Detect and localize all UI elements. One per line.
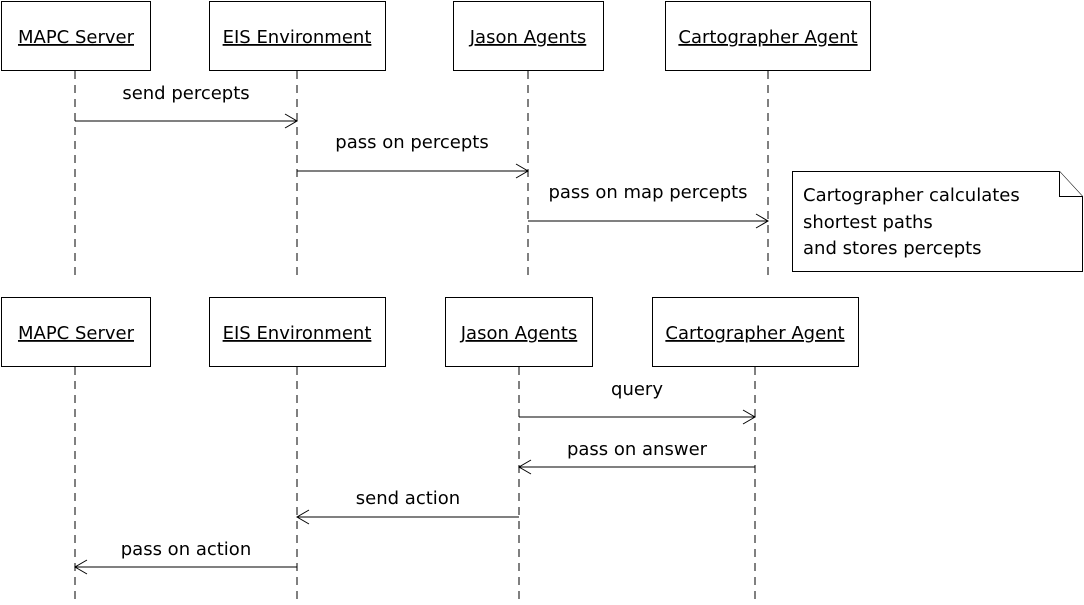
participant-jason-bottom: Jason Agents xyxy=(445,297,593,367)
arrowhead-right-icon xyxy=(742,409,756,425)
arrowhead-left-icon xyxy=(518,459,532,475)
note-line: Cartographer calculates xyxy=(803,185,1020,206)
arrowhead-right-icon xyxy=(284,113,298,129)
arrowhead-right-icon xyxy=(755,213,769,229)
message-label: pass on action xyxy=(121,539,251,560)
participant-label: MAPC Server xyxy=(18,27,135,48)
message-label: pass on map percepts xyxy=(548,182,747,203)
participant-label: EIS Environment xyxy=(223,323,372,344)
participant-mapc-top: MAPC Server xyxy=(1,1,151,71)
message-pass-on-action: pass on action xyxy=(74,539,297,575)
participant-label: MAPC Server xyxy=(18,323,135,344)
message-label: query xyxy=(611,379,663,400)
participant-jason-top: Jason Agents xyxy=(453,1,604,71)
participant-label: Cartographer Agent xyxy=(665,323,844,344)
bottom-sequence: MAPC Server EIS Environment Jason Agents… xyxy=(1,297,859,605)
message-pass-on-map-percepts: pass on map percepts xyxy=(528,182,769,229)
message-pass-on-percepts: pass on percepts xyxy=(297,132,529,179)
arrowhead-left-icon xyxy=(74,559,88,575)
message-label: pass on answer xyxy=(567,439,708,460)
message-label: send percepts xyxy=(122,83,249,104)
message-send-percepts: send percepts xyxy=(75,83,298,129)
participant-label: Cartographer Agent xyxy=(678,27,857,48)
note-cartographer: Cartographer calculates shortest paths a… xyxy=(792,171,1083,272)
participant-label: Jason Agents xyxy=(469,27,587,48)
message-label: pass on percepts xyxy=(335,132,488,153)
message-label: send action xyxy=(356,488,460,509)
participant-mapc-bottom: MAPC Server xyxy=(1,297,151,367)
note-line: and stores percepts xyxy=(803,238,982,259)
participant-label: EIS Environment xyxy=(223,27,372,48)
message-pass-on-answer: pass on answer xyxy=(518,439,755,475)
participant-eis-bottom: EIS Environment xyxy=(209,297,386,367)
top-sequence: MAPC Server EIS Environment Jason Agents… xyxy=(1,1,1083,278)
participant-label: Jason Agents xyxy=(460,323,578,344)
participant-carto-bottom: Cartographer Agent xyxy=(652,297,859,367)
message-send-action: send action xyxy=(296,488,519,525)
message-query: query xyxy=(519,379,756,425)
arrowhead-left-icon xyxy=(296,509,310,525)
participant-eis-top: EIS Environment xyxy=(209,1,386,71)
arrowhead-right-icon xyxy=(515,163,529,179)
participant-carto-top: Cartographer Agent xyxy=(665,1,871,71)
note-line: shortest paths xyxy=(803,212,933,233)
